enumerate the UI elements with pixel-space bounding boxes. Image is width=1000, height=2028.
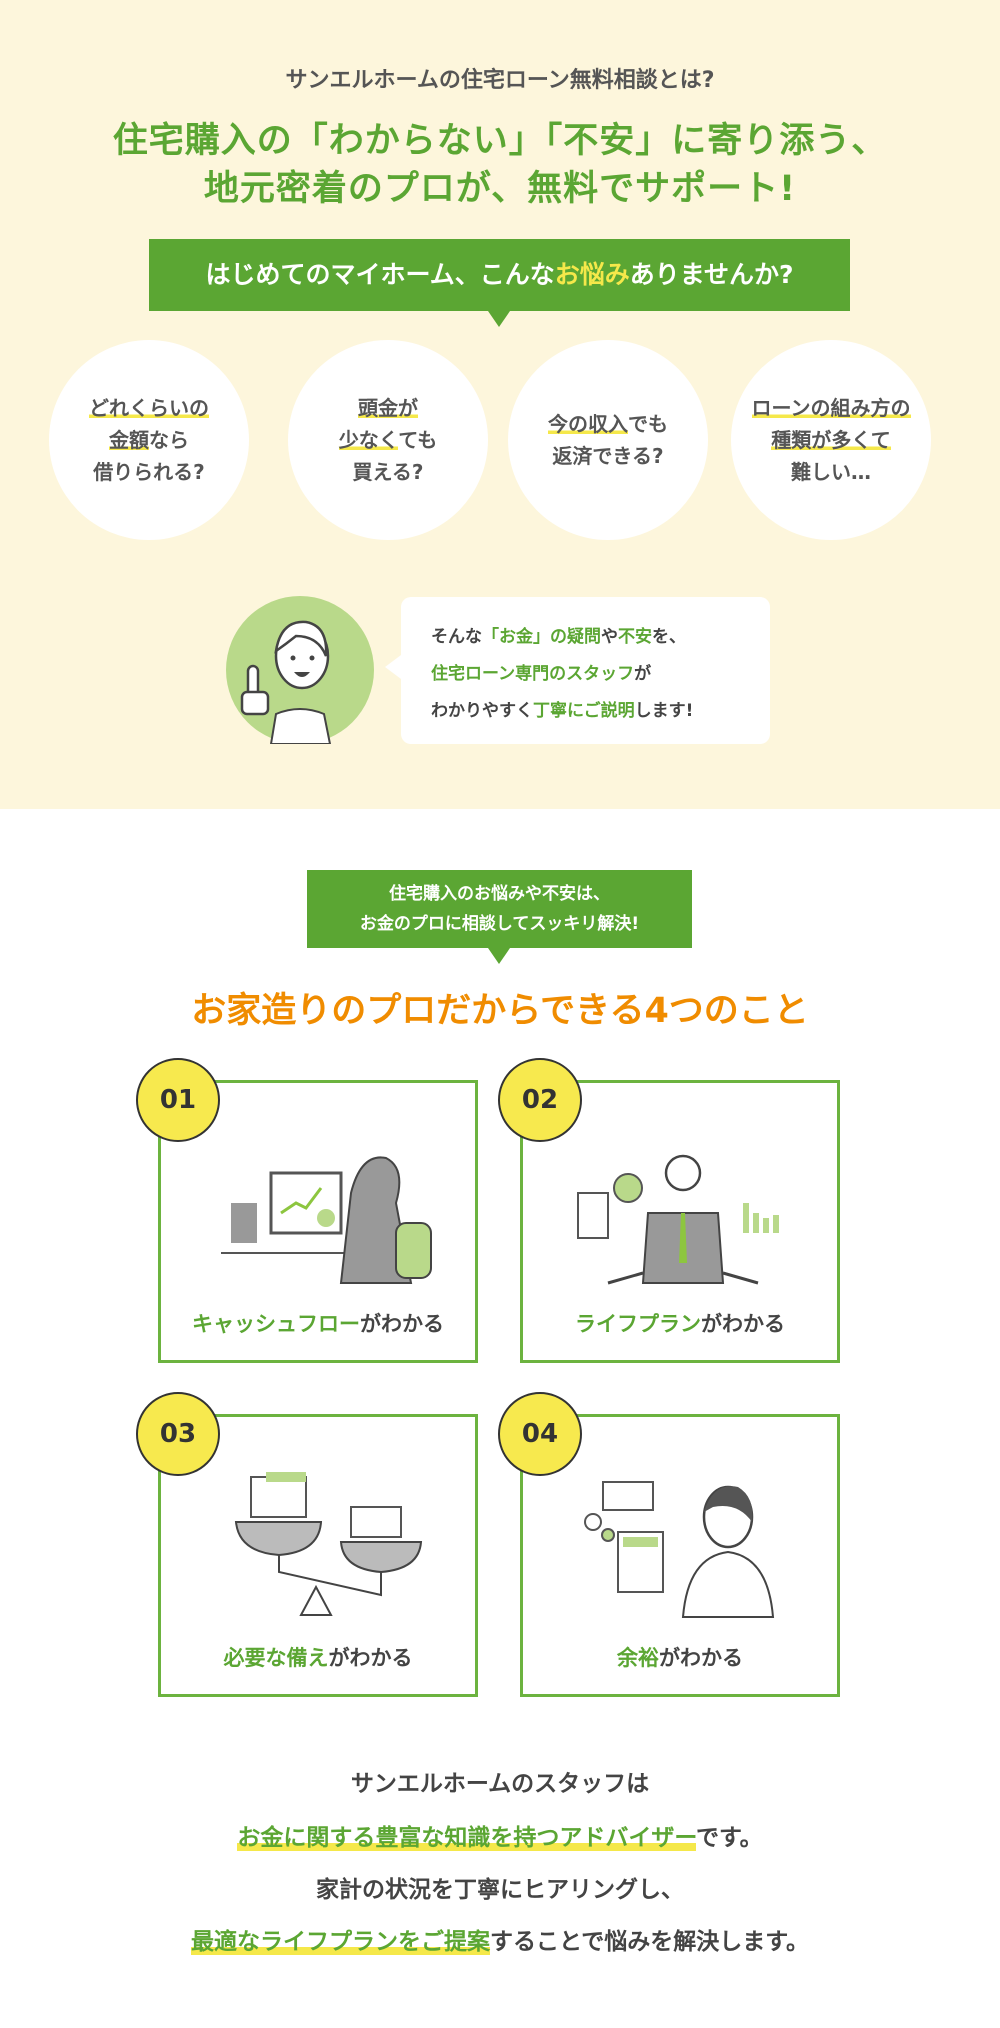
- closing-text: です。: [695, 1825, 763, 1851]
- staff-avatar: [226, 596, 374, 744]
- feature-illustration: [234, 1472, 423, 1616]
- feature-illustration: [577, 1154, 779, 1285]
- solution-banner-arrow: [488, 948, 510, 964]
- worry-text: 返済できる?: [552, 444, 664, 468]
- solution-banner: 住宅購入のお悩みや不安は、 お金のプロに相談してスッキリ解決!: [307, 870, 692, 948]
- worry-highlight: 今の収入: [548, 412, 628, 436]
- worry-circle: 頭金が少なくても買える?: [288, 340, 488, 540]
- worry-circle: 今の収入でも返済できる?: [508, 340, 708, 540]
- feature-card: 必要な備えがわかる: [158, 1414, 478, 1697]
- feature-label-highlight: 余裕: [617, 1646, 659, 1670]
- worry-circle: どれくらいの金額なら借りられる?: [49, 340, 249, 540]
- worry-text: 買える?: [352, 460, 424, 484]
- worry-banner-highlight: お悩み: [554, 260, 630, 289]
- feature-label-text: がわかる: [701, 1312, 785, 1336]
- feature-label-text: がわかる: [659, 1646, 743, 1670]
- worry-text: 借りられる?: [93, 460, 205, 484]
- feature-label: 必要な備えがわかる: [161, 1642, 475, 1672]
- intro-subtitle: サンエルホームの住宅ローン無料相談とは?: [285, 68, 715, 93]
- closing-line3: 家計の状況を丁寧にヒアリングし、: [316, 1877, 684, 1903]
- worry-circle: ローンの組み方の種類が多くて難しい…: [731, 340, 931, 540]
- feature-label-text: がわかる: [360, 1312, 444, 1336]
- speech-text: そんな: [431, 627, 482, 647]
- worry-text: ても: [398, 428, 438, 452]
- feature-label-highlight: ライフプラン: [575, 1312, 701, 1336]
- four-things-title: お家造りのプロだからできる4つのこと: [191, 991, 809, 1031]
- speech-highlight: 住宅ローン専門のスタッフ: [431, 664, 635, 684]
- feature-label: キャッシュフローがわかる: [161, 1308, 475, 1338]
- worry-highlight: 金額: [109, 428, 149, 452]
- speech-bubble: そんな「お金」の疑問や不安を、 住宅ローン専門のスタッフが わかりやすく丁寧にご…: [385, 597, 770, 744]
- closing-text: することで悩みを解決します。: [489, 1929, 809, 1955]
- worry-highlight: 少なく: [338, 428, 399, 452]
- headline-line1: 住宅購入の「わからない」「不安」に寄り添う、: [112, 121, 888, 161]
- feature-illustration: [584, 1481, 775, 1618]
- worry-banner-text: はじめてのマイホーム、こんな: [205, 260, 555, 289]
- feature-illustration: [221, 1156, 432, 1284]
- feature-label: 余裕がわかる: [523, 1642, 837, 1672]
- speech-text: わかりやすく: [431, 701, 533, 721]
- speech-text: を、: [652, 627, 686, 647]
- headline-line2: 地元密着のプロが、無料でサポート!: [203, 169, 797, 209]
- speech-highlight: 不安: [618, 627, 652, 647]
- speech-text: します!: [634, 701, 694, 721]
- closing-highlight: お金に関する豊富な知識を持つアドバイザー: [237, 1825, 696, 1851]
- worry-highlight: どれくらいの: [89, 396, 209, 420]
- worry-text: 難しい…: [791, 460, 871, 484]
- feature-card: ライフプランがわかる: [520, 1080, 840, 1363]
- feature-label-highlight: 必要な備え: [223, 1646, 329, 1670]
- solution-banner-line1: 住宅購入のお悩みや不安は、: [389, 884, 610, 904]
- speech-highlight: 「お金」の疑問: [482, 627, 601, 647]
- speech-text: が: [634, 664, 652, 684]
- closing-line1: サンエルホームのスタッフは: [350, 1771, 650, 1797]
- feature-number-badge: 03: [136, 1392, 220, 1476]
- solution-banner-line2: お金のプロに相談してスッキリ解決!: [359, 914, 640, 934]
- worry-highlight: 種類が多くて: [771, 428, 891, 452]
- feature-card: キャッシュフローがわかる: [158, 1080, 478, 1363]
- feature-card: 余裕がわかる: [520, 1414, 840, 1697]
- feature-number-badge: 02: [498, 1058, 582, 1142]
- worry-text: でも: [628, 412, 668, 436]
- feature-number-badge: 04: [498, 1392, 582, 1476]
- worry-banner-text-end: ありませんか?: [629, 260, 794, 289]
- speech-highlight: 丁寧にご説明: [533, 701, 635, 721]
- speech-text: や: [601, 627, 618, 647]
- worry-highlight: 頭金が: [358, 396, 418, 420]
- feature-label-text: がわかる: [328, 1646, 413, 1670]
- worry-text: なら: [149, 428, 189, 452]
- worry-banner: はじめてのマイホーム、こんなお悩みありませんか?: [149, 239, 850, 311]
- feature-label-highlight: キャッシュフロー: [192, 1312, 360, 1336]
- feature-number-badge: 01: [136, 1058, 220, 1142]
- feature-label: ライフプランがわかる: [523, 1308, 837, 1338]
- banner-arrow: [488, 311, 510, 327]
- worry-highlight: ローンの組み方の: [751, 396, 911, 420]
- closing-highlight: 最適なライフプランをご提案: [190, 1929, 490, 1955]
